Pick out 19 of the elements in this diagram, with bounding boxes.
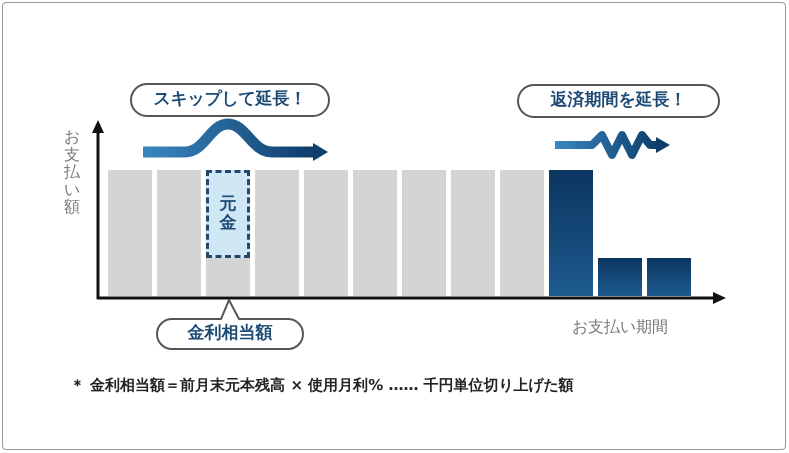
bar <box>598 258 642 296</box>
bar <box>157 170 201 296</box>
bar <box>549 170 593 296</box>
speech-bubble: 金利相当額 <box>155 299 305 351</box>
dashed-box: 元金 <box>206 170 250 258</box>
axis-label: お支払い期間 <box>572 316 668 338</box>
axis-label: お支払い額 <box>64 128 80 216</box>
footnote: ＊ 金利相当額＝前月末元本残高 × 使用月利% …… 千円単位切り上げた額 <box>70 375 574 396</box>
bar <box>304 170 348 296</box>
callout-bubble: 返済期間を延長！ <box>517 84 720 118</box>
bar <box>353 170 397 296</box>
bar <box>647 258 691 296</box>
bar <box>402 170 446 296</box>
bar <box>255 170 299 296</box>
bar <box>451 170 495 296</box>
bar <box>206 170 250 296</box>
bar <box>108 170 152 296</box>
callout-bubble: スキップして延長！ <box>130 83 330 117</box>
bar <box>500 170 544 296</box>
